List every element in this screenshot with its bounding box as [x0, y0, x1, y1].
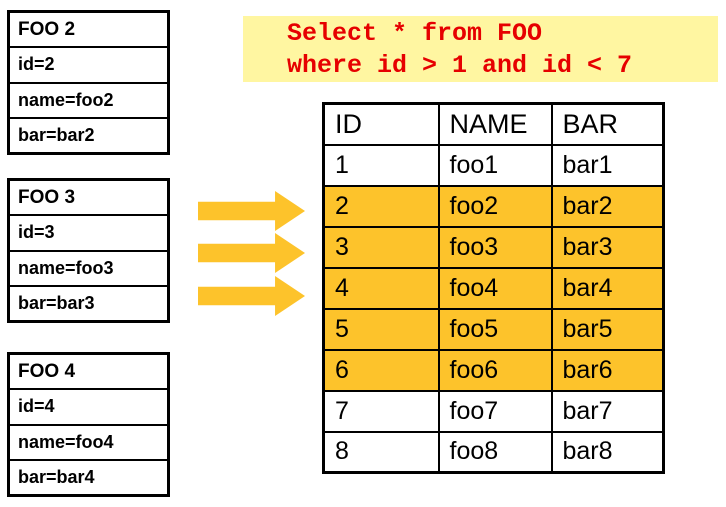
entity-box-foo2: FOO 2 id=2 name=foo2 bar=bar2 — [7, 10, 170, 155]
arrow-right-icon — [198, 276, 305, 316]
entity-field-name: name=foo2 — [10, 81, 167, 117]
entity-field-bar: bar=bar4 — [10, 458, 167, 494]
cell-name: foo8 — [437, 430, 553, 474]
entity-box-title: FOO 3 — [18, 186, 76, 208]
arrow-right-icon — [198, 233, 305, 273]
entity-field-name: name=foo3 — [10, 249, 167, 285]
cell-bar: bar5 — [550, 307, 665, 351]
cell-bar: bar3 — [550, 225, 665, 269]
entity-box-title: FOO 2 — [18, 18, 76, 40]
entity-box-foo3: FOO 3 id=3 name=foo3 bar=bar3 — [7, 178, 170, 323]
result-table: ID NAME BAR 1 foo1 bar1 2 foo2 bar2 3 fo… — [322, 102, 665, 474]
cell-name: foo7 — [437, 389, 553, 433]
table-row: 3 foo3 bar3 — [322, 225, 665, 269]
cell-id: 6 — [322, 348, 440, 392]
table-header-row: ID NAME BAR — [322, 102, 665, 146]
cell-id: 1 — [322, 143, 440, 187]
cell-name: foo3 — [437, 225, 553, 269]
cell-bar: bar2 — [550, 184, 665, 228]
table-row: 1 foo1 bar1 — [322, 143, 665, 187]
entity-box-foo4: FOO 4 id=4 name=foo4 bar=bar4 — [7, 352, 170, 497]
cell-bar: bar6 — [550, 348, 665, 392]
table-row: 5 foo5 bar5 — [322, 307, 665, 351]
table-row: 4 foo4 bar4 — [322, 266, 665, 310]
entity-box-title: FOO 4 — [18, 360, 76, 382]
cell-id: 7 — [322, 389, 440, 433]
table-row: 2 foo2 bar2 — [322, 184, 665, 228]
table-row: 8 foo8 bar8 — [322, 430, 665, 474]
cell-bar: bar8 — [550, 430, 665, 474]
cell-id: 5 — [322, 307, 440, 351]
entity-field-bar: bar=bar2 — [10, 116, 167, 152]
sql-query-line1: Select * from FOO — [287, 19, 543, 48]
entity-field-name: name=foo4 — [10, 423, 167, 459]
column-header-id: ID — [322, 102, 440, 146]
cell-name: foo4 — [437, 266, 553, 310]
cell-id: 8 — [322, 430, 440, 474]
arrow-right-icon — [198, 191, 305, 231]
entity-field-id: id=3 — [10, 214, 167, 249]
cell-name: foo5 — [437, 307, 553, 351]
cell-id: 4 — [322, 266, 440, 310]
sql-query-banner: Select * from FOO where id > 1 and id < … — [243, 16, 718, 82]
cell-bar: bar7 — [550, 389, 665, 433]
cell-bar: bar1 — [550, 143, 665, 187]
cell-id: 2 — [322, 184, 440, 228]
table-row: 7 foo7 bar7 — [322, 389, 665, 433]
cell-name: foo2 — [437, 184, 553, 228]
column-header-bar: BAR — [550, 102, 665, 146]
table-row: 6 foo6 bar6 — [322, 348, 665, 392]
column-header-name: NAME — [437, 102, 553, 146]
entity-field-bar: bar=bar3 — [10, 284, 167, 320]
entity-field-id: id=2 — [10, 46, 167, 81]
cell-bar: bar4 — [550, 266, 665, 310]
cell-id: 3 — [322, 225, 440, 269]
cell-name: foo1 — [437, 143, 553, 187]
entity-field-id: id=4 — [10, 388, 167, 423]
sql-query-line2: where id > 1 and id < 7 — [287, 51, 633, 80]
cell-name: foo6 — [437, 348, 553, 392]
